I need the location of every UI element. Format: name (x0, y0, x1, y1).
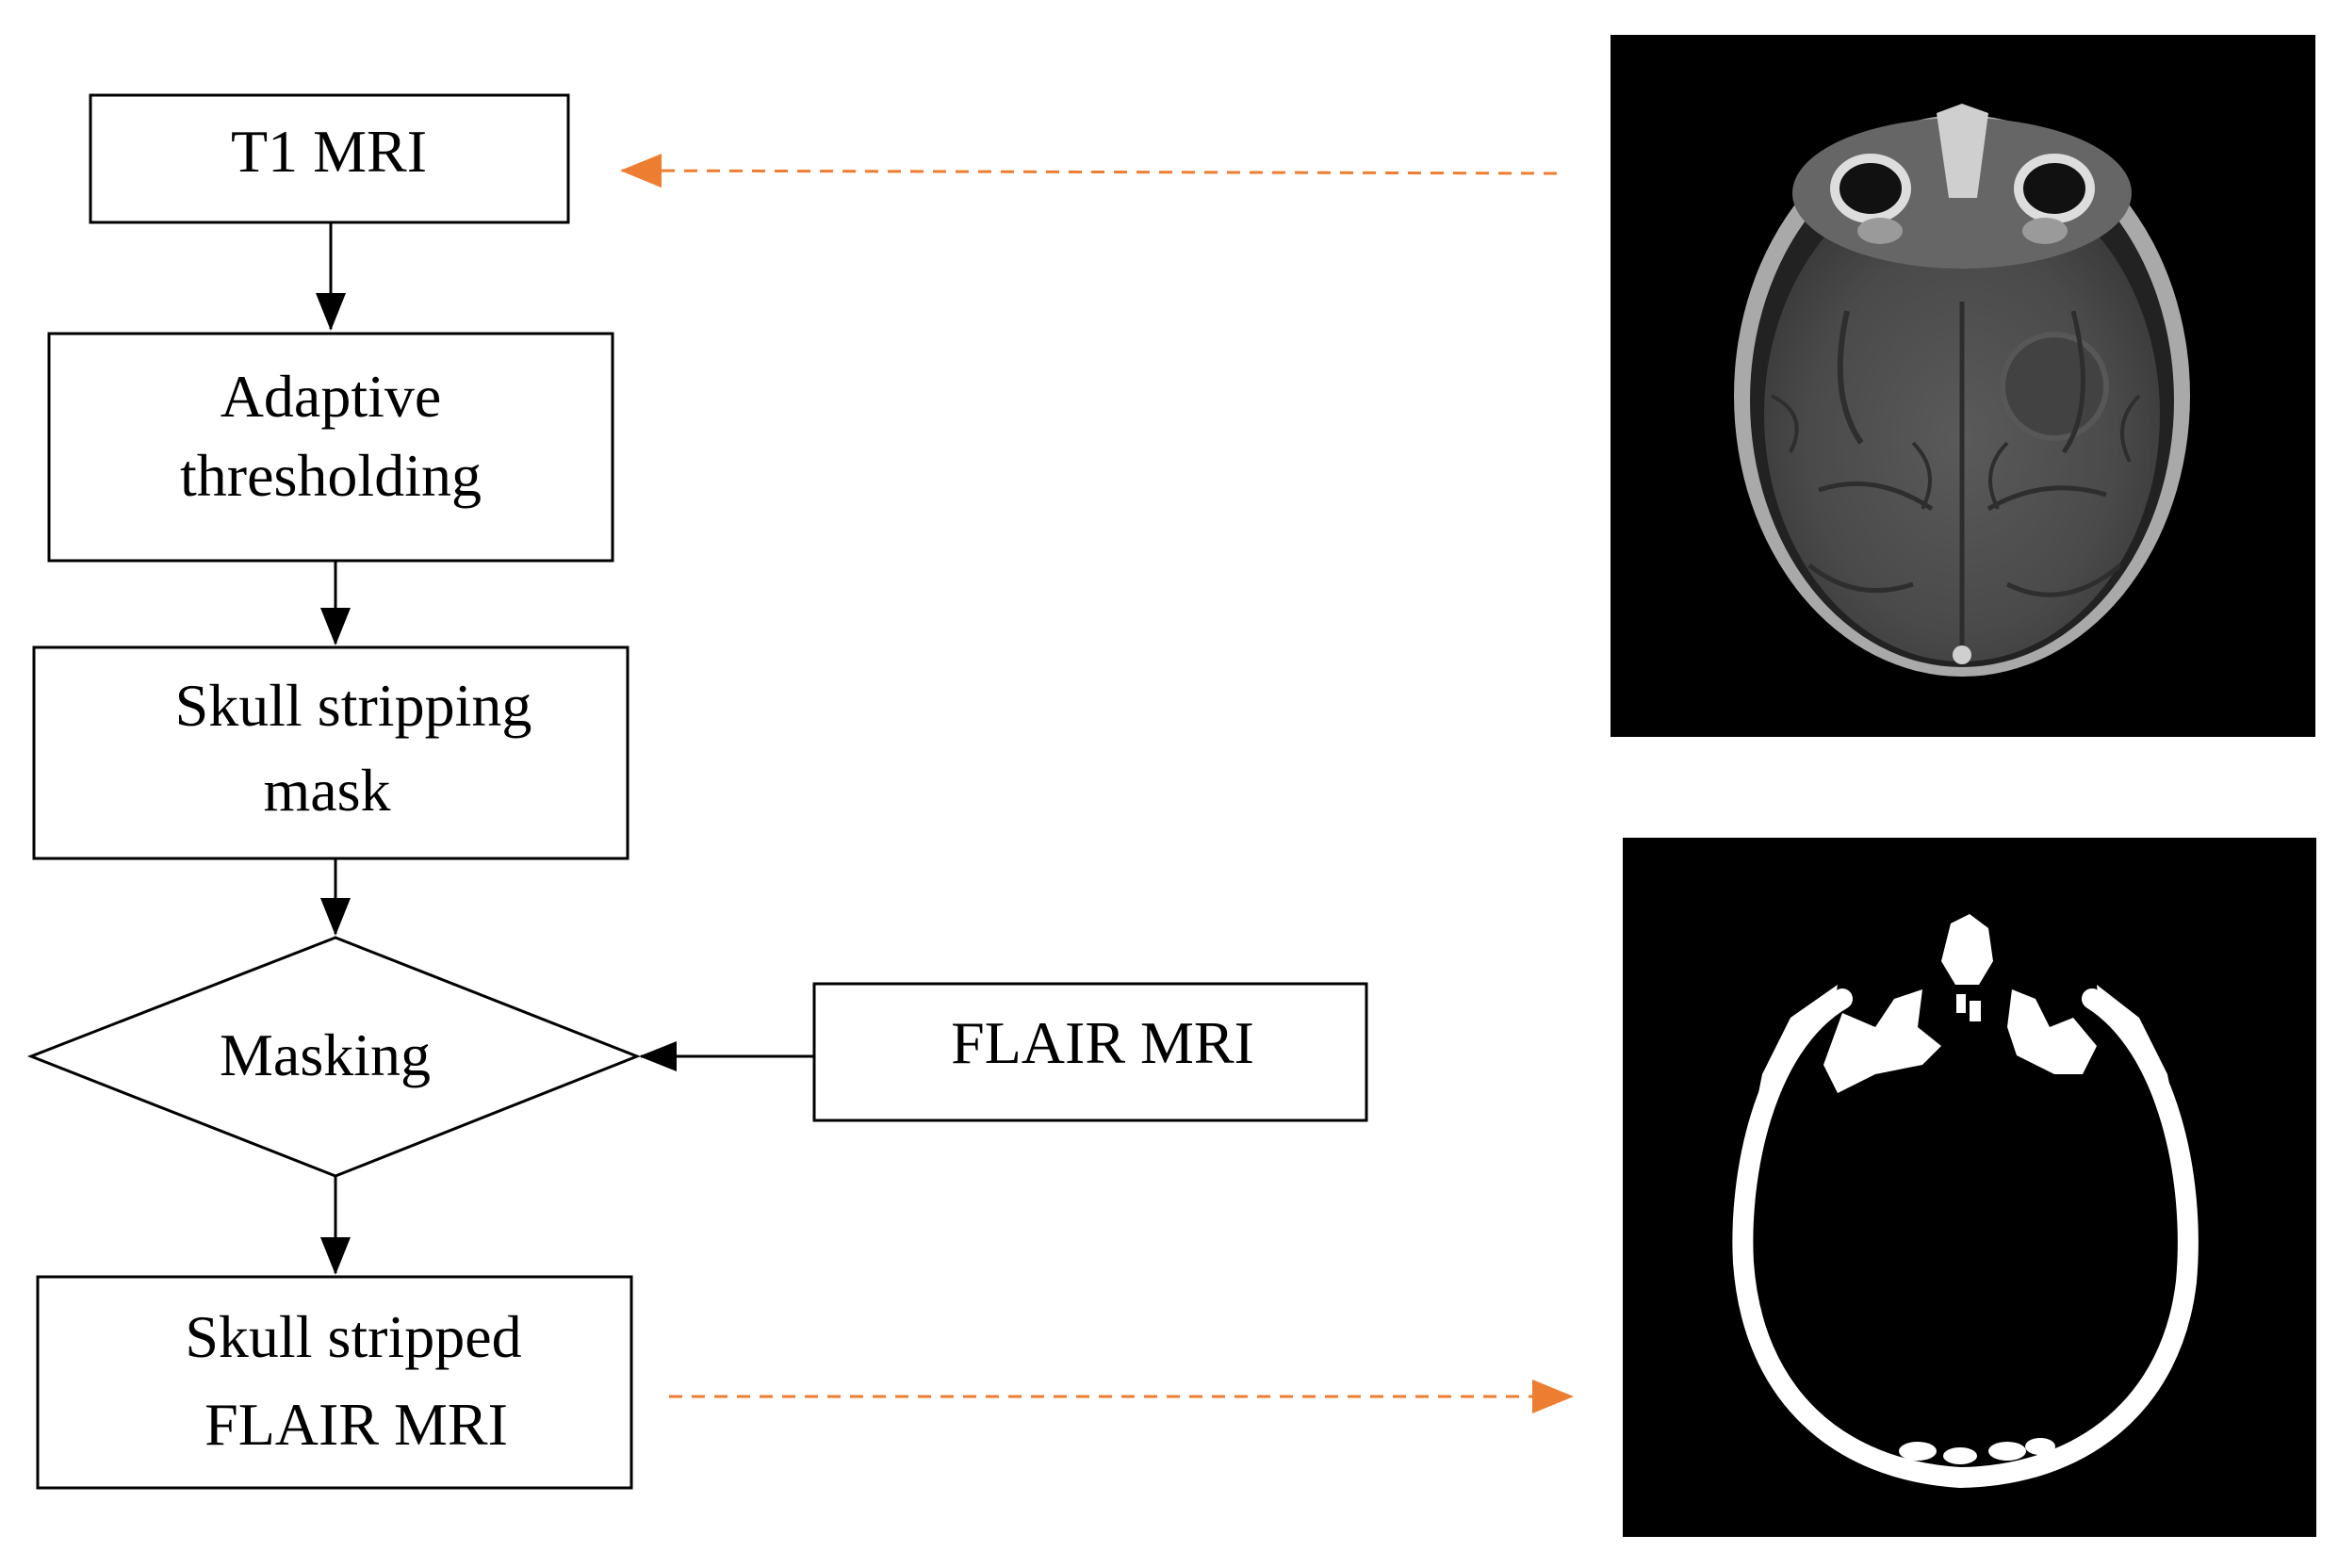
flow-arrows (316, 222, 814, 1275)
node-skull-stripped-flair-line1: Skull stripped (185, 1303, 521, 1370)
node-t1-mri-label: T1 MRI (231, 118, 427, 185)
node-skull-stripped-flair: Skull stripped FLAIR MRI (36, 1275, 633, 1490)
node-flair-mri-label: FLAIR MRI (951, 1009, 1254, 1076)
node-skull-stripping-mask: Skull stripping mask (32, 645, 629, 860)
node-adaptive-thresholding-line2: thresholding (180, 442, 482, 509)
skull-mask-image (1623, 838, 2316, 1537)
node-skull-stripping-mask-line1: Skull stripping (175, 672, 532, 739)
node-skull-stripped-flair-line2: FLAIR MRI (204, 1391, 508, 1458)
node-t1-mri: T1 MRI (89, 93, 570, 224)
node-flair-mri: FLAIR MRI (812, 982, 1368, 1122)
node-adaptive-thresholding: Adaptive thresholding (47, 332, 614, 563)
node-adaptive-thresholding-line1: Adaptive (221, 363, 442, 430)
dashed-arrows (620, 154, 1574, 1413)
t1-mri-scan-image (1610, 35, 2315, 737)
dashed-arrow-image-to-t1 (620, 154, 1558, 188)
node-masking: Masking (26, 936, 642, 1178)
node-masking-label: Masking (220, 1021, 431, 1088)
node-skull-stripping-mask-line2: mask (263, 757, 390, 824)
